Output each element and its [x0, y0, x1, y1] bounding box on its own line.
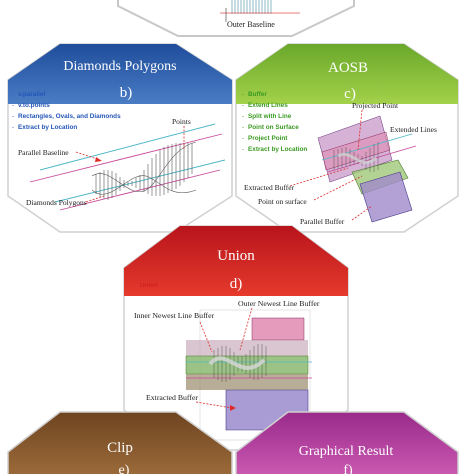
bullet-extract-by-location: Extract by Location — [18, 124, 77, 131]
panel-b-letter: b) — [120, 85, 133, 101]
panel-d-title: Union — [217, 248, 255, 264]
bullet-point-on-surface: Point on Surface — [248, 124, 299, 131]
svg-text:Project Point: Project Point — [248, 135, 288, 142]
svg-text:Point on Surface: Point on Surface — [248, 124, 299, 131]
panel-a: Outer Baseline — [117, 0, 355, 37]
svg-text:-: - — [12, 92, 14, 98]
svg-text:Split with Line: Split with Line — [248, 113, 292, 120]
svg-text:Extract by Location: Extract by Location — [18, 124, 77, 131]
panel-c-title: AOSB — [328, 60, 368, 76]
panel-d-header — [124, 226, 348, 296]
extended-lines-label: Extended Lines — [390, 125, 437, 134]
bullet-extract-by-location: Extract by Location — [248, 146, 307, 153]
bullet-v-parallel: v.parallel — [18, 91, 45, 98]
panel-c-annotations: Projected Point Extended Lines Extracted… — [244, 101, 437, 226]
bullet-rectangles-ovals-diamonds: Rectangles, Ovals, and Diamonds — [18, 113, 121, 120]
diamonds-polygons-label: Diamonds Polygons — [26, 198, 87, 207]
panel-d-annotations: Outer Newest Line Buffer Inner Newest Li… — [134, 299, 320, 411]
parallel-baseline-label: Parallel Baseline — [18, 148, 69, 157]
bullet-union: Union — [140, 282, 158, 289]
svg-text:Extend Lines: Extend Lines — [248, 102, 288, 109]
panel-e-title: Clip — [107, 440, 133, 456]
bullet-split-with-line: Split with Line — [248, 113, 292, 120]
svg-text:-: - — [12, 114, 14, 120]
panel-b-header — [8, 44, 232, 104]
panel-d: Union d) - Union Out — [123, 225, 349, 451]
panel-b-diamonds — [91, 141, 197, 200]
outer-baseline-label: Outer Baseline — [227, 20, 275, 29]
svg-text:v.parallel: v.parallel — [18, 91, 45, 98]
svg-text:-: - — [242, 125, 244, 131]
panel-c-buffers — [317, 115, 417, 223]
panel-f-title: Graphical Result — [299, 444, 394, 459]
panel-b: Diamonds Polygons b) v.parallel v.to.poi… — [7, 43, 233, 233]
svg-text:-: - — [12, 125, 14, 131]
panel-e-header — [8, 412, 232, 474]
panel-c: AOSB c) Buffer Extend Lines Split with L… — [235, 43, 459, 233]
panel-b-title: Diamonds Polygons — [63, 59, 176, 74]
point-on-surface-label: Point on surface — [258, 197, 307, 206]
svg-text:v.to.points: v.to.points — [18, 102, 50, 109]
extracted-buffer-label: Extracted Buffer — [244, 183, 295, 192]
svg-text:Rectangles, Ovals, and Diamond: Rectangles, Ovals, and Diamonds — [18, 113, 121, 120]
outer-newest-line-buffer-label: Outer Newest Line Buffer — [238, 299, 320, 308]
svg-text:-: - — [134, 283, 136, 289]
projected-point-label: Projected Point — [352, 101, 399, 110]
svg-text:-: - — [242, 114, 244, 120]
panel-c-header — [236, 44, 458, 104]
panel-e-letter: e) — [119, 463, 130, 474]
svg-text:-: - — [12, 103, 14, 109]
svg-text:-: - — [242, 103, 244, 109]
panel-b-bullets: v.parallel v.to.points Rectangles, Ovals… — [18, 91, 121, 131]
extracted-buffer-label: Extracted Buffer — [146, 393, 198, 402]
svg-text:Extract by Location: Extract by Location — [248, 146, 307, 153]
panel-f-header — [236, 412, 458, 474]
bullet-extend-lines: Extend Lines — [248, 102, 288, 109]
svg-text:-: - — [242, 136, 244, 142]
panel-f-letter: f) — [343, 463, 353, 474]
panel-c-letter: c) — [344, 86, 356, 102]
panel-d-letter: d) — [230, 276, 243, 292]
svg-text:Buffer: Buffer — [248, 91, 267, 98]
panel-b-annotations: Points Parallel Baseline Diamonds Polygo… — [18, 117, 191, 207]
svg-text:-: - — [242, 92, 244, 98]
parallel-buffer-label: Parallel Buffer — [300, 217, 345, 226]
panel-a-hatch — [231, 0, 272, 14]
panel-e: Clip e) — [7, 411, 233, 474]
svg-text:-: - — [242, 147, 244, 153]
bullet-project-point: Project Point — [248, 135, 288, 142]
points-label: Points — [172, 117, 191, 126]
bullet-v-to-points: v.to.points — [18, 102, 50, 109]
bullet-buffer: Buffer — [248, 91, 267, 98]
inner-newest-line-buffer-label: Inner Newest Line Buffer — [134, 311, 215, 320]
panel-c-bullets: Buffer Extend Lines Split with Line Poin… — [248, 91, 307, 153]
panel-f: Graphical Result f) — [235, 411, 459, 474]
